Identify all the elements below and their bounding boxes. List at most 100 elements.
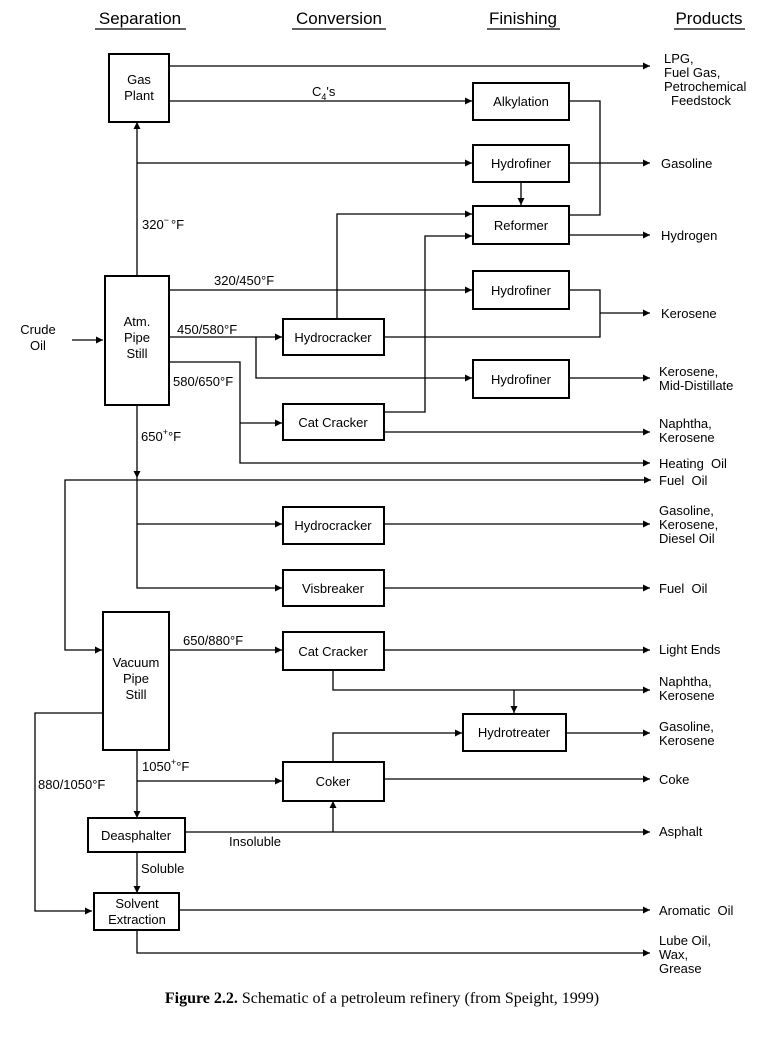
svg-text:Lube Oil,: Lube Oil,: [659, 933, 711, 948]
svg-text:Kerosene,: Kerosene,: [659, 364, 718, 379]
reformer-box: Reformer: [472, 205, 570, 245]
svg-text:Mid-Distillate: Mid-Distillate: [659, 378, 733, 393]
product-aromatic-oil: Aromatic Oil: [659, 903, 734, 918]
svg-text:Solvent: Solvent: [115, 896, 159, 911]
hydrofiner-2-box: Hydrofiner: [472, 270, 570, 310]
svg-text:Extraction: Extraction: [108, 912, 166, 927]
svg-text:Visbreaker: Visbreaker: [302, 581, 365, 596]
gas-plant-box: Gas Plant: [108, 53, 170, 123]
unit-boxes: Gas Plant Atm. Pipe Still Vacuum Pipe St…: [87, 53, 570, 931]
alkylation-box: Alkylation: [472, 82, 570, 121]
svg-text:Alkylation: Alkylation: [493, 94, 549, 109]
flow-to-hydrofiner-3: [255, 337, 472, 382]
svg-text:Feedstock: Feedstock: [671, 93, 731, 108]
label-880-1050: 880/1050°F: [38, 777, 105, 792]
product-lube: Lube Oil, Wax, Grease: [659, 933, 711, 976]
svg-text:Hydrofiner: Hydrofiner: [491, 283, 552, 298]
coker-box: Coker: [282, 761, 385, 802]
svg-text:Reformer: Reformer: [494, 218, 549, 233]
header-separation: Separation: [99, 9, 181, 28]
svg-text:Cat Cracker: Cat Cracker: [298, 415, 368, 430]
svg-text:LPG,: LPG,: [664, 51, 694, 66]
svg-text:Kerosene,: Kerosene,: [659, 517, 718, 532]
column-headers: Separation Conversion Finishing Products: [95, 9, 745, 30]
svg-text:Wax,: Wax,: [659, 947, 688, 962]
product-coke: Coke: [659, 772, 689, 787]
label-320-450: 320/450°F: [214, 273, 274, 288]
product-fuel-oil-2: Fuel Oil: [659, 581, 708, 596]
label-insoluble: Insoluble: [229, 834, 281, 849]
svg-text:Still: Still: [126, 687, 147, 702]
header-products: Products: [675, 9, 742, 28]
label-c4s: C4's: [312, 84, 336, 102]
svg-text:Hydrotreater: Hydrotreater: [478, 725, 551, 740]
product-asphalt: Asphalt: [659, 824, 703, 839]
flow-fuel-oil-1: [64, 479, 650, 654]
svg-text:Cat Cracker: Cat Cracker: [298, 644, 368, 659]
svg-text:Fuel Gas,: Fuel Gas,: [664, 65, 720, 80]
flow-hydrocracker-to-reformer: [336, 210, 472, 319]
atm-pipe-still-box: Atm. Pipe Still: [104, 275, 170, 406]
product-gasoline-kero: Gasoline, Kerosene: [659, 719, 715, 748]
product-naphtha-kero-1: Naphtha, Kerosene: [659, 416, 715, 445]
label-650-plus: 650+°F: [141, 427, 181, 444]
svg-text:Kerosene: Kerosene: [659, 733, 715, 748]
stream-labels: Crude Oil C4's 320−°F 320/450°F 450/580°…: [20, 84, 336, 876]
hydrocracker-2-box: Hydrocracker: [282, 506, 385, 545]
svg-text:Hydrocracker: Hydrocracker: [294, 330, 372, 345]
flow-alky-reformer-merge: [569, 100, 601, 216]
hydrofiner-1-box: Hydrofiner: [472, 144, 570, 183]
svg-text:Kerosene: Kerosene: [659, 688, 715, 703]
product-labels: LPG, Fuel Gas, Petrochemical Feedstock G…: [659, 51, 746, 976]
flow-880-1050: [34, 712, 102, 915]
svg-text:Still: Still: [127, 346, 148, 361]
product-heating-oil: Heating Oil: [659, 456, 727, 471]
product-hydrogen: Hydrogen: [661, 228, 717, 243]
flow-coker-to-hydrotreater: [332, 729, 462, 762]
label-320-minus: 320−°F: [142, 215, 184, 232]
svg-text:Deasphalter: Deasphalter: [101, 828, 172, 843]
svg-text:Pipe: Pipe: [124, 330, 150, 345]
svg-text:Gas: Gas: [127, 72, 151, 87]
deasphalter-box: Deasphalter: [87, 817, 186, 853]
hydrotreater-box: Hydrotreater: [462, 713, 567, 752]
svg-text:Gasoline,: Gasoline,: [659, 719, 714, 734]
label-450-580: 450/580°F: [177, 322, 237, 337]
svg-text:Naphtha,: Naphtha,: [659, 416, 712, 431]
svg-text:Naphtha,: Naphtha,: [659, 674, 712, 689]
svg-text:Atm.: Atm.: [124, 314, 151, 329]
svg-text:Grease: Grease: [659, 961, 702, 976]
flow-catcracker-to-reformer: [384, 232, 472, 413]
svg-text:Gasoline,: Gasoline,: [659, 503, 714, 518]
svg-text:Hydrofiner: Hydrofiner: [491, 156, 552, 171]
flow-heating-oil: [170, 361, 650, 467]
product-light-ends: Light Ends: [659, 642, 721, 657]
svg-text:Vacuum: Vacuum: [113, 655, 160, 670]
visbreaker-box: Visbreaker: [282, 569, 385, 607]
label-soluble: Soluble: [141, 861, 184, 876]
label-oil: Oil: [30, 338, 46, 353]
label-580-650: 580/650°F: [173, 374, 233, 389]
flow-lube: [136, 930, 650, 957]
flow-naphtha-kero-2: [332, 670, 650, 694]
vacuum-pipe-still-box: Vacuum Pipe Still: [102, 611, 170, 751]
product-naphtha-kero-2: Naphtha, Kerosene: [659, 674, 715, 703]
header-conversion: Conversion: [296, 9, 382, 28]
product-fuel-oil-1: Fuel Oil: [659, 473, 708, 488]
figure-label: Figure 2.2.: [164, 990, 238, 1007]
header-finishing: Finishing: [489, 9, 557, 28]
flow-lines: [34, 62, 651, 957]
svg-text:Hydrocracker: Hydrocracker: [294, 518, 372, 533]
flow-to-visbreaker: [136, 478, 282, 592]
hydrocracker-1-box: Hydrocracker: [282, 318, 385, 356]
svg-text:Hydrofiner: Hydrofiner: [491, 372, 552, 387]
product-kerosene: Kerosene: [661, 306, 717, 321]
product-lpg: LPG, Fuel Gas, Petrochemical Feedstock: [664, 51, 746, 108]
svg-text:Plant: Plant: [124, 88, 154, 103]
label-crude: Crude: [20, 322, 55, 337]
svg-text:Kerosene: Kerosene: [659, 430, 715, 445]
product-gasoline: Gasoline: [661, 156, 712, 171]
product-kerosene-mid: Kerosene, Mid-Distillate: [659, 364, 733, 393]
figure-caption: Figure 2.2. Schematic of a petroleum ref…: [0, 990, 764, 1008]
